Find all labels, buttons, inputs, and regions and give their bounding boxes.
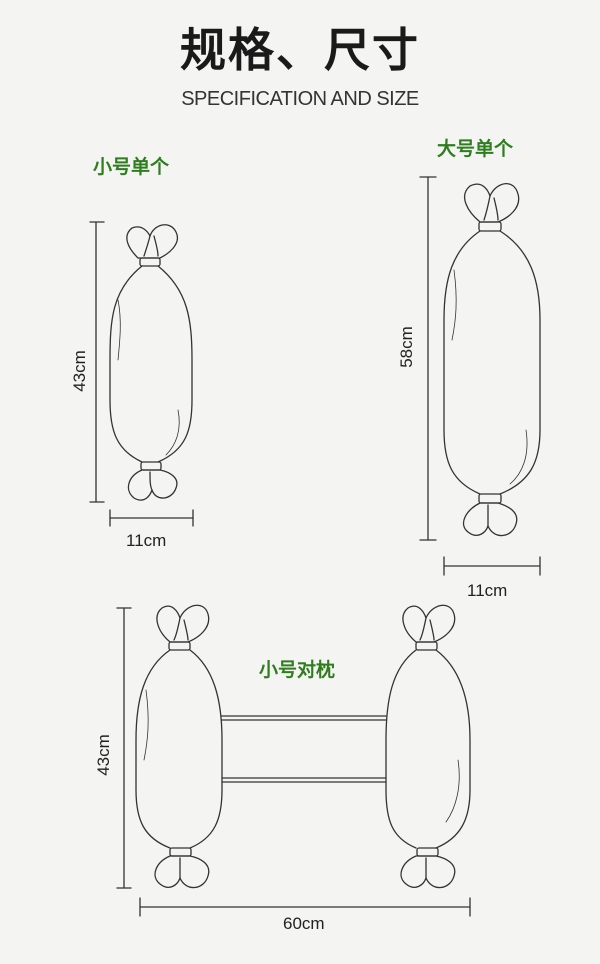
pair-width-dim [139, 897, 471, 917]
small-single-width-label: 11cm [126, 531, 167, 550]
pair-height-dim [116, 607, 132, 889]
large-single-width-dim [443, 556, 541, 576]
pair-height-label: 43cm [94, 734, 113, 776]
large-single-width-label: 11cm [467, 581, 508, 600]
small-single-height-dim [89, 221, 105, 503]
large-single-height-dim [419, 176, 437, 541]
page-subtitle: SPECIFICATION AND SIZE [181, 88, 419, 110]
large-single-pillow [443, 183, 541, 537]
large-single-label: 大号单个 [437, 138, 514, 160]
small-single-label: 小号单个 [93, 156, 170, 178]
small-pair-label: 小号对枕 [259, 659, 336, 681]
pair-left-pillow [135, 604, 223, 889]
pair-width-label: 60cm [283, 914, 325, 933]
pair-connector-straps [221, 715, 387, 783]
small-single-pillow [109, 224, 193, 501]
small-single-width-dim [109, 509, 194, 527]
pair-right-pillow [385, 604, 471, 889]
small-single-height-label: 43cm [70, 350, 89, 392]
large-single-height-label: 58cm [397, 326, 416, 368]
page-title: 规格、尺寸 [180, 23, 420, 77]
